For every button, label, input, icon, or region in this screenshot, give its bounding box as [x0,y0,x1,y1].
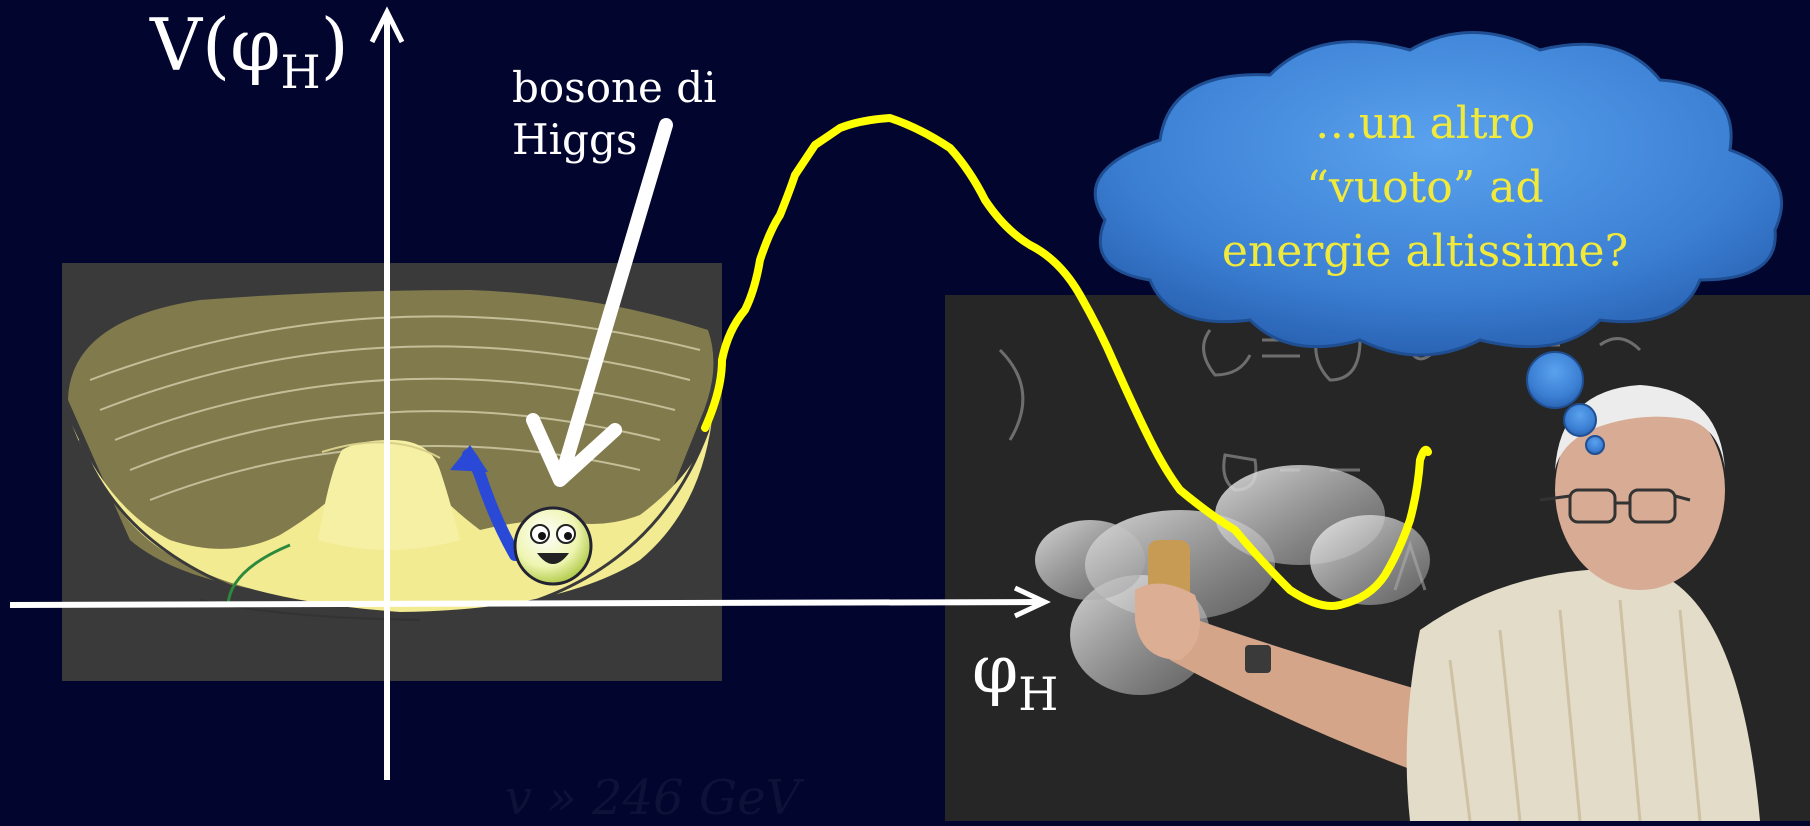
x-axis-label: φH [972,630,1058,734]
y-axis-label: V(φH) [150,0,349,117]
higgs-boson-label: bosone di Higgs [512,62,717,166]
vev-label: v » 246 GeV [505,770,800,826]
smiley-ball-icon [515,508,591,584]
physicist-at-blackboard-icon [945,295,1810,821]
mexican-hat-potential-icon [62,263,722,681]
thought-bubble-text: …un altro “vuoto” ad energie altissime? [1185,92,1665,284]
